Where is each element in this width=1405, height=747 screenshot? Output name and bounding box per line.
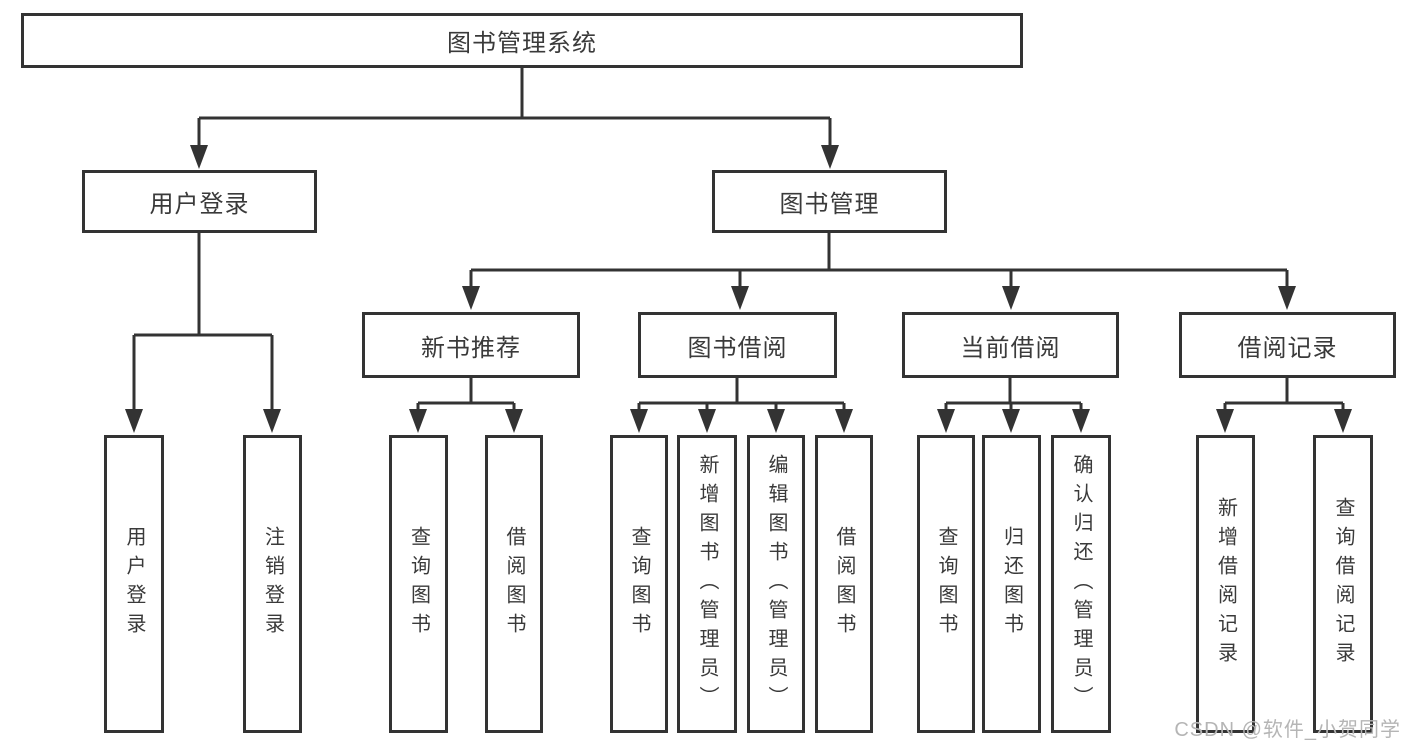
node-label: 查询图书 [628,526,650,642]
node-label: 查询图书 [407,526,430,642]
leaf-add-borrow-record: 新增借阅记录 [1196,435,1255,733]
node-label: 借阅图书 [503,526,525,642]
leaf-edit-books-admin: 编辑图书（管理员） [747,435,805,733]
node-user-login: 用户登录 [82,170,317,233]
node-label: 确认归还（管理员） [1070,453,1092,715]
leaf-query-borrow-record: 查询借阅记录 [1313,435,1373,733]
node-label: 用户登录 [149,191,250,218]
node-label: 注销登录 [261,526,284,642]
node-label: 编辑图书（管理员） [765,453,787,715]
node-label: 当前借阅 [960,334,1061,362]
leaf-add-books-admin: 新增图书（管理员） [677,435,737,733]
node-label: 用户登录 [123,526,145,642]
leaf-query-books-recommend: 查询图书 [389,435,448,733]
leaf-query-books-current: 查询图书 [917,435,975,733]
leaf-borrow-books-borrowing: 借阅图书 [815,435,873,733]
node-current-borrowing: 当前借阅 [902,312,1119,378]
leaf-user-login: 用户登录 [104,435,164,733]
leaf-borrow-books-recommend: 借阅图书 [485,435,543,733]
node-borrowing-records: 借阅记录 [1179,312,1396,378]
node-label: 归还图书 [1000,526,1023,642]
node-book-management: 图书管理 [712,170,947,233]
node-label: 新增借阅记录 [1214,497,1237,671]
node-book-borrowing: 图书借阅 [638,312,837,378]
node-label: 查询图书 [935,526,957,642]
leaf-confirm-return-admin: 确认归还（管理员） [1051,435,1111,733]
leaf-return-books: 归还图书 [982,435,1041,733]
node-label: 新书推荐 [421,334,521,362]
node-label: 图书管理 [779,191,880,218]
node-label: 查询借阅记录 [1332,497,1354,671]
node-new-book-recommendation: 新书推荐 [362,312,580,378]
node-library-management-system: 图书管理系统 [21,13,1023,68]
csdn-watermark: CSDN @软件_小贺同学 [1174,719,1401,741]
arrowheads [125,145,1352,433]
node-label: 借阅图书 [833,526,855,642]
node-label: 图书借阅 [687,334,788,362]
node-label: 借阅记录 [1237,334,1338,362]
node-label: 图书管理系统 [447,30,597,57]
node-label: 新增图书（管理员） [696,453,718,715]
leaf-query-books-borrowing: 查询图书 [610,435,668,733]
leaf-logout: 注销登录 [243,435,302,733]
